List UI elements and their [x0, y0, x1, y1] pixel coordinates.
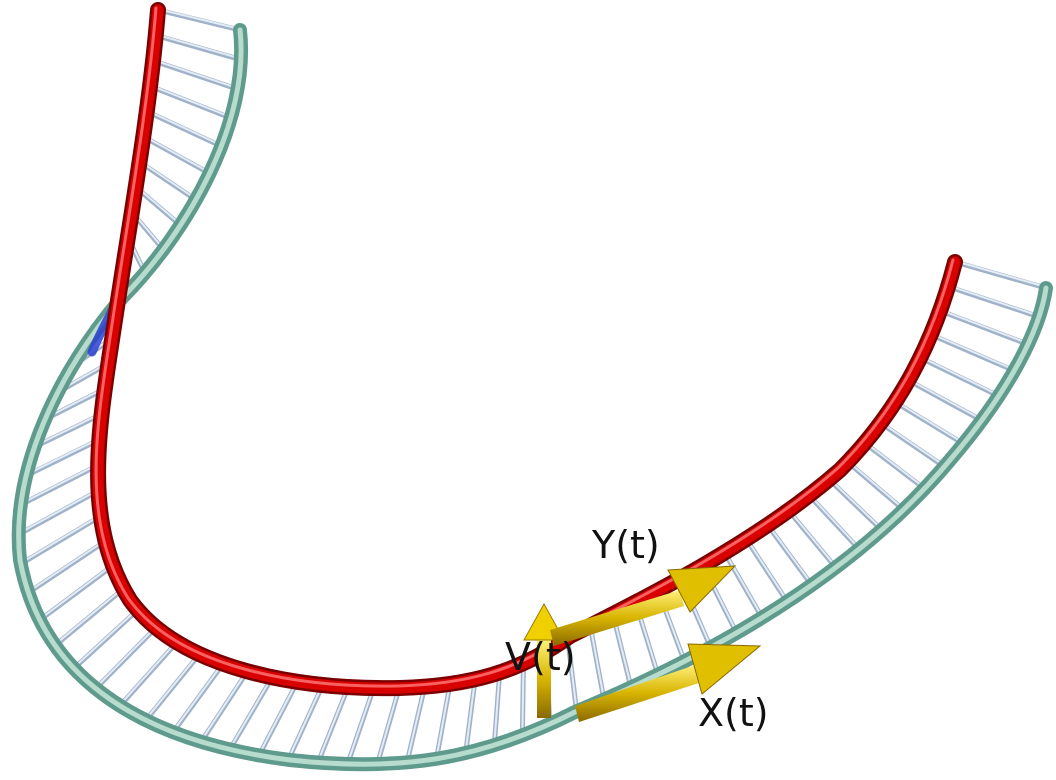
- ladder-rung-highlight: [808, 493, 860, 549]
- ladder-rung-highlight: [947, 284, 1040, 317]
- y-arrow: [550, 565, 737, 646]
- ladder-rung-highlight: [152, 58, 238, 90]
- ladder-rung-highlight: [317, 685, 350, 762]
- ladder-rung-highlight: [229, 675, 274, 749]
- ladder-rung-highlight: [847, 460, 905, 510]
- ladder-rung-highlight: [142, 134, 211, 174]
- ladder-rung-highlight: [157, 8, 241, 30]
- ladder-rung-highlight: [930, 332, 1015, 371]
- ladder-rung-highlight: [119, 640, 178, 706]
- ladder-rung-highlight: [54, 587, 125, 646]
- ladder-rung-highlight: [200, 669, 249, 742]
- ladder-rung-highlight: [34, 412, 103, 447]
- ladder-rung-highlight: [20, 463, 99, 505]
- ladder-rung-highlight: [155, 33, 242, 60]
- ladder-rung-highlight: [464, 678, 477, 753]
- ladder-rung-highlight: [95, 625, 157, 689]
- ladder-rung-highlight: [828, 477, 883, 530]
- y-vector-label: Y(t): [591, 523, 660, 567]
- ladder-rung-highlight: [27, 539, 107, 593]
- red-strand-body: [92, 4, 961, 694]
- ladder-rung-highlight: [287, 683, 324, 760]
- ladder-rung-highlight: [25, 437, 100, 476]
- red-strand-highlight: [94, 6, 955, 688]
- ladder-rung-highlight: [435, 682, 452, 758]
- ladder-rung-highlight: [919, 355, 1000, 396]
- ladder-rung-highlight: [939, 308, 1029, 345]
- ladder-rung-highlight: [406, 685, 426, 762]
- ladder-rung-highlight: [787, 508, 837, 568]
- ladder-rung-highlight: [18, 488, 99, 535]
- x-vector-label: X(t): [698, 691, 769, 735]
- ladder-rung-highlight: [589, 624, 605, 699]
- ladder-rung-highlight: [894, 400, 964, 444]
- frame-vectors: [523, 565, 762, 722]
- ladder-rung-highlight: [521, 662, 525, 735]
- ladder-rung-highlight: [39, 563, 114, 620]
- ladder-rung-highlight: [73, 608, 139, 669]
- ladder-rung-highlight: [172, 662, 224, 732]
- ladder-rung-highlight: [723, 551, 763, 618]
- x-arrow: [575, 643, 762, 722]
- ladder-rung-highlight: [258, 680, 299, 755]
- ladder-rung-highlight: [135, 185, 182, 225]
- ladder-rung-highlight: [376, 686, 401, 764]
- ladder-rung-highlight: [139, 160, 197, 200]
- ladder-rung-highlight: [879, 421, 945, 467]
- ladder-rung-highlight: [149, 84, 232, 119]
- ladder-rung-highlight: [20, 514, 102, 564]
- ladder-rung-highlight: [493, 671, 501, 745]
- ladder-rung-highlight: [864, 441, 926, 489]
- ladder-rung-highlight: [766, 523, 813, 585]
- v-vector-label: V(t): [505, 635, 576, 679]
- ladder-rung-highlight: [745, 537, 788, 602]
- ladder-rung-highlight: [146, 109, 222, 147]
- ladder-rung-highlight: [145, 652, 201, 720]
- ladder-rung-highlight: [954, 260, 1047, 288]
- ladder-rung-highlight: [907, 378, 983, 421]
- ladder-rung-highlight: [346, 686, 375, 764]
- ladder-rung-highlight: [566, 636, 578, 711]
